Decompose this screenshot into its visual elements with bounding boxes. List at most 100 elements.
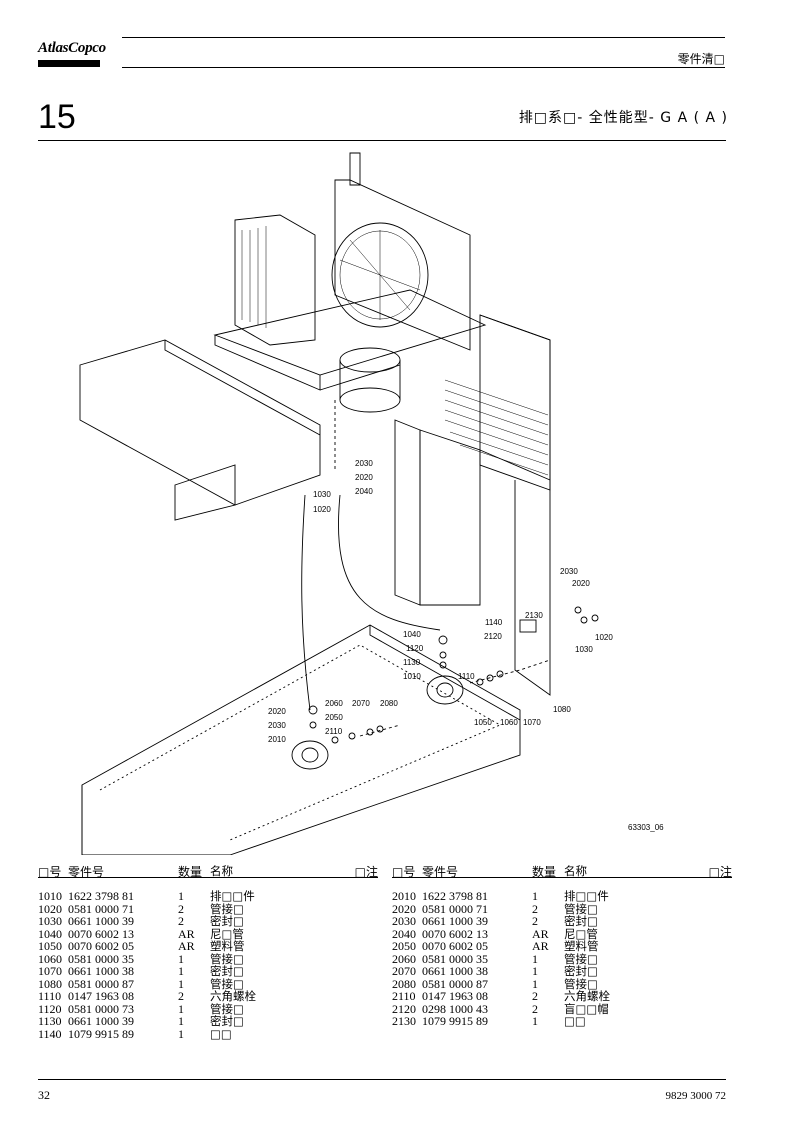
quantity: 1 — [178, 951, 184, 966]
svg-text:2060: 2060 — [325, 699, 343, 708]
table-row: 2070 0661 1000 38 1 密封□ — [392, 965, 732, 978]
svg-text:2050: 2050 — [325, 713, 343, 722]
section-number: 15 — [38, 98, 76, 136]
quantity: 1 — [532, 1014, 538, 1028]
part-number: 0070 6002 05 — [68, 939, 134, 953]
col-header-no: □号 — [38, 865, 62, 879]
part-number: 0147 1963 08 — [68, 989, 134, 1003]
quantity: 1 — [178, 964, 184, 978]
part-name: 密封□ — [210, 914, 244, 928]
part-number: 1622 3798 81 — [422, 889, 488, 903]
part-name: 密封□ — [210, 1014, 244, 1028]
figure-id: 63303_06 — [628, 823, 664, 832]
svg-text:1130: 1130 — [403, 658, 421, 667]
part-number: 0661 1000 39 — [68, 1014, 134, 1028]
col-header-part: 零件号 — [68, 865, 105, 879]
col-header-no: □号 — [392, 865, 416, 879]
part-name: 六角螺栓 — [564, 989, 610, 1003]
item-number: 2060 — [392, 951, 416, 966]
item-number: 2120 — [392, 1001, 416, 1016]
part-name: 塑料管 — [564, 939, 599, 953]
item-number: 2070 — [392, 964, 416, 978]
part-number: 1079 9915 89 — [422, 1014, 488, 1028]
brand-logo: AtlasCopco — [38, 40, 106, 56]
quantity: 1 — [532, 889, 538, 903]
item-number: 2110 — [392, 989, 416, 1003]
quantity: 2 — [532, 1001, 538, 1016]
item-number: 1020 — [38, 901, 62, 916]
svg-text:2020: 2020 — [572, 579, 590, 588]
svg-text:1030: 1030 — [575, 645, 593, 654]
col-header-qty: 数量 — [178, 865, 203, 879]
svg-text:1060: 1060 — [500, 718, 518, 727]
item-number: 2130 — [392, 1014, 416, 1028]
item-number: 1140 — [38, 1026, 62, 1041]
svg-text:2040: 2040 — [355, 487, 373, 496]
svg-text:1080: 1080 — [553, 705, 571, 714]
part-name: 密封□ — [564, 964, 598, 978]
section-rule — [38, 140, 726, 141]
col-header-part: 零件号 — [422, 865, 459, 879]
quantity: 1 — [178, 976, 184, 991]
table-header: □号 零件号 数量 名称 □注 — [392, 862, 732, 879]
footer-rule — [38, 1079, 726, 1080]
quantity: 2 — [532, 914, 538, 928]
svg-text:1020: 1020 — [313, 505, 331, 514]
svg-text:2030: 2030 — [560, 567, 578, 576]
part-name: □□ — [564, 1014, 586, 1028]
svg-text:1050: 1050 — [474, 718, 492, 727]
svg-text:1070: 1070 — [523, 718, 541, 727]
quantity: 1 — [178, 1026, 184, 1041]
quantity: 2 — [178, 989, 184, 1003]
quantity: AR — [178, 939, 195, 953]
item-number: 1070 — [38, 964, 62, 978]
part-number: 0070 6002 13 — [68, 926, 134, 941]
part-name: □□ — [210, 1026, 232, 1041]
part-number: 0661 1000 39 — [422, 914, 488, 928]
item-number: 2010 — [392, 889, 416, 903]
part-number: 0070 6002 05 — [422, 939, 488, 953]
quantity: 2 — [532, 901, 538, 916]
quantity: 1 — [178, 1014, 184, 1028]
part-name: 管接□ — [564, 901, 598, 916]
part-number: 0581 0000 35 — [422, 951, 488, 966]
part-number: 0661 1000 39 — [68, 914, 134, 928]
part-number: 0581 0000 87 — [422, 976, 488, 991]
part-name: 密封□ — [564, 914, 598, 928]
header-title: 零件清□ — [677, 52, 725, 66]
svg-text:2130: 2130 — [525, 611, 543, 620]
exploded-parts-drawing: 2030 2020 2040 1030 1020 2030 2020 1020 … — [79, 152, 613, 855]
svg-text:2030: 2030 — [355, 459, 373, 468]
svg-text:2010: 2010 — [268, 735, 286, 744]
part-number: 0581 0000 71 — [68, 901, 134, 916]
item-number: 1050 — [38, 939, 62, 953]
col-header-note: □注 — [708, 865, 732, 879]
part-number: 0661 1000 38 — [422, 964, 488, 978]
item-number: 1080 — [38, 976, 62, 991]
section-title: 排□系□- 全性能型- G A ( A ) — [518, 110, 728, 126]
part-number: 0070 6002 13 — [422, 926, 488, 941]
table-header: □号 零件号 数量 名称 □注 — [38, 862, 378, 879]
item-number: 1010 — [38, 889, 62, 903]
quantity: 1 — [178, 1001, 184, 1016]
col-header-name: 名称 — [564, 864, 587, 878]
quantity: 1 — [532, 964, 538, 978]
item-number: 1130 — [38, 1014, 62, 1028]
svg-text:1010: 1010 — [403, 672, 421, 681]
header-rule-lower — [122, 67, 725, 68]
